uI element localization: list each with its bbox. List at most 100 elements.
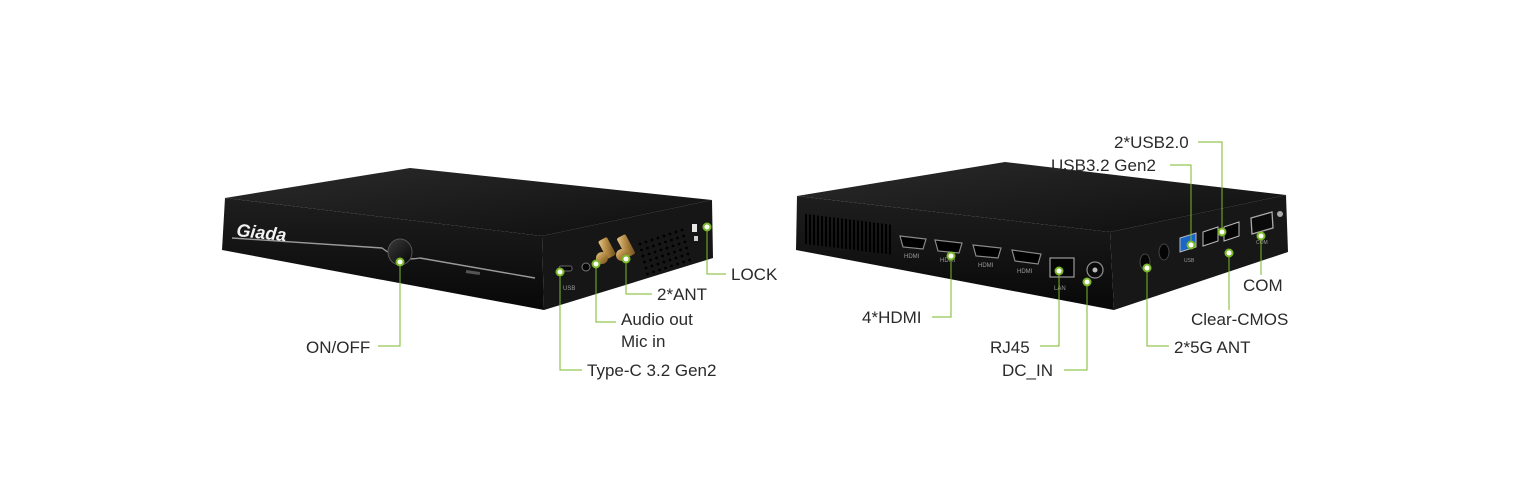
com-port-text: COM <box>1256 240 1268 246</box>
callout-line-ant <box>625 259 652 295</box>
vent-hole <box>686 252 690 256</box>
vent-hole <box>643 260 646 264</box>
callout-line-on-off <box>378 262 401 347</box>
callouts <box>378 141 1262 371</box>
lan-port-text: LAN <box>1054 286 1066 292</box>
label-ant: 2*ANT <box>657 285 708 304</box>
rear-vent <box>805 214 891 255</box>
vent-hole <box>664 266 667 270</box>
callout-line-hdmi <box>932 256 952 318</box>
vent-hole <box>644 266 648 270</box>
vent-hole <box>665 246 669 250</box>
vent-hole <box>674 256 678 260</box>
callout-dot <box>555 267 565 277</box>
vent-hole <box>640 248 643 252</box>
callout-dot <box>702 222 712 232</box>
label-dc-in: DC_IN <box>1002 361 1054 380</box>
vent-hole <box>676 236 679 240</box>
callout-dot <box>621 254 631 264</box>
vent-hole <box>671 244 675 248</box>
vent-hole <box>652 244 655 248</box>
front-device-top <box>225 168 712 236</box>
vent-hole <box>656 262 660 266</box>
callout-dots <box>395 222 1266 287</box>
callout-dot <box>1082 277 1092 287</box>
hdmi-port-text: HDMI <box>940 258 956 264</box>
vent-hole <box>688 258 691 262</box>
vent-hole <box>655 256 658 260</box>
vent-hole <box>664 240 667 244</box>
callout-line-type-c <box>559 272 582 371</box>
label-mic-in: Mic in <box>621 332 666 351</box>
vent-hole <box>652 270 655 274</box>
rear-lock <box>1277 211 1283 217</box>
callout-line-rj45 <box>1040 271 1060 347</box>
vent-hole <box>682 260 685 264</box>
vent-hole <box>670 238 673 242</box>
vent-hole <box>646 246 649 250</box>
callout-line-usb32 <box>1170 164 1192 245</box>
usb-port-text: USB <box>563 286 575 292</box>
callout-dot <box>1054 266 1064 276</box>
vent-hole <box>668 232 672 236</box>
label-5g-ant: 2*5G ANT <box>1174 338 1251 357</box>
label-audio-out: Audio out <box>621 310 693 329</box>
label-type-c: Type-C 3.2 Gen2 <box>587 361 717 380</box>
vent-hole <box>683 240 687 244</box>
callout-dot <box>1217 227 1227 237</box>
vent-hole <box>667 252 670 256</box>
callout-dot <box>1256 231 1266 241</box>
side-vent <box>638 228 691 276</box>
vent-hole <box>662 234 666 238</box>
front-device-front-face <box>222 198 544 310</box>
vent-hole <box>641 254 645 258</box>
callout-line-lock <box>706 227 726 275</box>
label-clear-cmos: Clear-CMOS <box>1191 310 1289 329</box>
front-badge <box>465 270 481 275</box>
lock-slot[interactable] <box>692 224 697 232</box>
vent-hole <box>677 242 681 246</box>
vent-hole <box>661 254 664 258</box>
vent-hole <box>656 236 660 240</box>
vent-hole <box>674 230 678 234</box>
label-com: COM <box>1243 276 1283 295</box>
vent-hole <box>650 264 654 268</box>
callout-line-audio <box>595 264 616 323</box>
callout-dot <box>1142 263 1152 273</box>
hdmi-ports: HDMI HDMI HDMI HDMI <box>899 235 1042 275</box>
vent-hole <box>658 268 661 272</box>
callout-dot <box>591 259 601 269</box>
hdmi-port[interactable] <box>972 244 1002 259</box>
rear-device: HDMI HDMI HDMI HDMI LAN USB COM <box>796 162 1288 310</box>
vent-hole <box>649 258 652 262</box>
usb20-port[interactable] <box>1223 221 1240 242</box>
vent-hole <box>646 272 649 276</box>
audio-jack[interactable] <box>581 262 591 272</box>
vent-hole <box>676 262 679 266</box>
label-hdmi: 4*HDMI <box>862 308 922 327</box>
hdmi-port[interactable] <box>1011 249 1042 265</box>
callout-dot <box>1186 240 1196 250</box>
5g-antenna-hole[interactable] <box>1158 243 1170 261</box>
vent-hole <box>673 250 676 254</box>
vent-hole <box>658 242 661 246</box>
vent-hole <box>644 240 648 244</box>
vent-hole <box>680 254 684 258</box>
vent-hole <box>653 250 657 254</box>
hdmi-port-text: HDMI <box>904 254 920 260</box>
rear-device-top <box>797 162 1286 232</box>
label-lock: LOCK <box>731 265 778 284</box>
hdmi-port[interactable] <box>899 235 927 250</box>
label-usb32: USB3.2 Gen2 <box>1051 156 1156 175</box>
vent-hole <box>638 242 642 246</box>
vent-hole <box>680 228 684 232</box>
com-port[interactable] <box>1250 211 1274 235</box>
usb20-port[interactable] <box>1202 226 1219 247</box>
vent-hole <box>647 252 651 256</box>
hdmi-port[interactable] <box>934 239 963 254</box>
vent-hole <box>659 248 663 252</box>
vent-hole <box>682 234 685 238</box>
callout-dot <box>1224 248 1234 258</box>
vent-hole <box>670 264 673 268</box>
hdmi-port-text: HDMI <box>1017 269 1033 275</box>
